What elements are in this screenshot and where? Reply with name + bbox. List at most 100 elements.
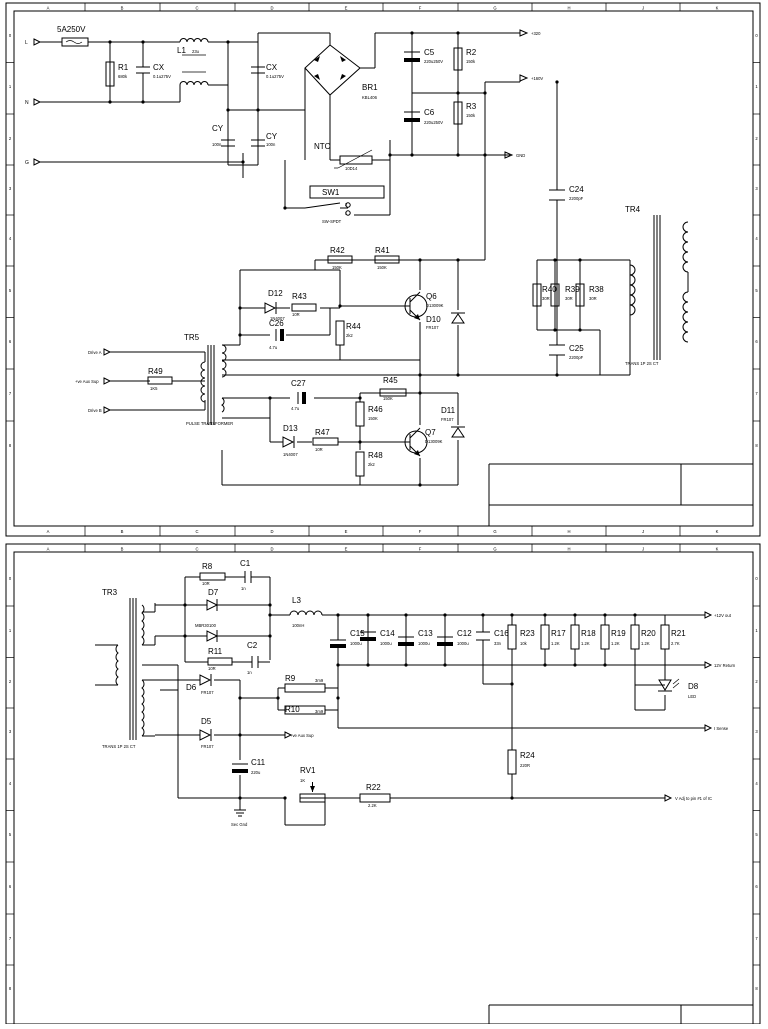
grid-row-label: 5 xyxy=(755,832,758,837)
svg-text:CY: CY xyxy=(212,124,224,133)
svg-text:PULSE TRANSFORMER: PULSE TRANSFORMER xyxy=(186,421,233,426)
grid-col-label: B xyxy=(121,529,124,534)
svg-text:1N4007: 1N4007 xyxy=(283,452,298,457)
svg-text:I Sense: I Sense xyxy=(714,726,729,731)
svg-text:100n: 100n xyxy=(266,142,276,147)
capacitor-cx2: CX 0.1u275V xyxy=(251,63,284,79)
svg-text:C24: C24 xyxy=(569,185,584,194)
svg-text:150k: 150k xyxy=(466,113,476,118)
bridge-rectifier-br1: BR1 KBL406 xyxy=(304,44,378,110)
svg-text:L3: L3 xyxy=(292,596,301,605)
svg-text:R20: R20 xyxy=(641,629,656,638)
svg-text:100nH: 100nH xyxy=(292,623,304,628)
svg-text:220u: 220u xyxy=(251,770,261,775)
svg-text:5A250V: 5A250V xyxy=(57,25,86,34)
svg-text:R17: R17 xyxy=(551,629,566,638)
svg-text:220u250V: 220u250V xyxy=(424,59,443,64)
svg-text:L: L xyxy=(25,40,28,46)
resistor-r21: R21 2.7K xyxy=(660,624,686,650)
svg-text:10k: 10k xyxy=(520,641,528,646)
inductor-l3: L3 100nH xyxy=(289,596,323,628)
svg-text:150K: 150K xyxy=(332,265,342,270)
fuse: 5A250V xyxy=(57,25,89,47)
output-v-adjust: V Adj to pin #1 of IC xyxy=(664,794,712,802)
svg-text:+160V: +160V xyxy=(531,76,543,81)
resistor-r49: R49 1K5 xyxy=(147,367,173,391)
svg-text:R41: R41 xyxy=(375,246,390,255)
svg-text:TR4: TR4 xyxy=(625,205,641,214)
grid-col-label: D xyxy=(270,529,273,534)
rail-label-160: +160V xyxy=(519,74,543,82)
svg-text:R11: R11 xyxy=(208,647,223,656)
grid-row-label: 4 xyxy=(9,781,12,786)
svg-text:30R: 30R xyxy=(589,296,597,301)
svg-text:30R: 30R xyxy=(542,296,550,301)
capacitor-cy1: CY 100n xyxy=(212,124,235,147)
svg-text:C6: C6 xyxy=(424,108,435,117)
svg-text:10R: 10R xyxy=(208,666,216,671)
grid-col-label: F xyxy=(419,529,422,534)
svg-text:1n: 1n xyxy=(247,670,252,675)
svg-text:R3: R3 xyxy=(466,102,477,111)
grid-col-label: E xyxy=(345,547,348,552)
grid-row-label: 0 xyxy=(755,33,758,38)
svg-text:BR1: BR1 xyxy=(362,83,378,92)
svg-text:D7: D7 xyxy=(208,588,219,597)
svg-text:D12: D12 xyxy=(268,289,283,298)
resistor-r46: R46 150K xyxy=(355,401,383,427)
svg-text:LED: LED xyxy=(688,694,696,699)
svg-text:12V Return: 12V Return xyxy=(714,663,736,668)
svg-text:R19: R19 xyxy=(611,629,626,638)
svg-text:FR107: FR107 xyxy=(441,417,454,422)
svg-text:G: G xyxy=(25,160,29,166)
svg-text:D11: D11 xyxy=(441,406,456,415)
svg-text:1K5: 1K5 xyxy=(150,386,158,391)
svg-text:R1: R1 xyxy=(118,63,129,72)
svg-text:4.7u: 4.7u xyxy=(291,406,300,411)
svg-text:MBR30100: MBR30100 xyxy=(195,623,217,628)
output-12v: +12V out xyxy=(704,611,732,619)
svg-text:R46: R46 xyxy=(368,405,383,414)
grid-row-label: 3 xyxy=(9,729,12,734)
capacitor-c1: C1 1n xyxy=(240,559,252,591)
transistor-q7: Q7 D13009K xyxy=(404,427,443,457)
top-wiring xyxy=(40,32,631,486)
svg-text:30R: 30R xyxy=(565,296,573,301)
signal-drive-a: Drive A xyxy=(88,348,112,356)
svg-text:SW-SPDT: SW-SPDT xyxy=(322,219,342,224)
resistor-r11: R11 10R xyxy=(207,647,233,671)
resistor-r20: R20 1.2K xyxy=(630,624,656,650)
ground-symbol-sec: Sec Gnd xyxy=(231,798,248,827)
grid-col-label: A xyxy=(47,547,50,552)
svg-text:R42: R42 xyxy=(330,246,345,255)
input-terminal-ground: G xyxy=(25,158,42,166)
svg-text:TRANS 1P 2S CT: TRANS 1P 2S CT xyxy=(625,361,659,366)
grid-row-label: 0 xyxy=(9,33,12,38)
svg-text:R48: R48 xyxy=(368,451,383,460)
resistor-r38: R38 30R xyxy=(575,283,604,307)
svg-text:R23: R23 xyxy=(520,629,535,638)
svg-text:1.2K: 1.2K xyxy=(581,641,590,646)
svg-text:150K: 150K xyxy=(383,396,393,401)
rail-label-320: +320 xyxy=(519,29,541,37)
grid-col-label: F xyxy=(419,547,422,552)
svg-text:10R: 10R xyxy=(292,312,300,317)
svg-text:Drive A: Drive A xyxy=(88,350,102,355)
capacitor-c11: C11 220u xyxy=(232,758,266,775)
output-i-sense: I Sense xyxy=(704,724,729,732)
svg-text:NTC: NTC xyxy=(314,142,331,151)
svg-text:C12: C12 xyxy=(457,629,472,638)
capacitor-c16: C16 33n xyxy=(476,629,509,646)
svg-text:R24: R24 xyxy=(520,751,535,760)
svg-text:R18: R18 xyxy=(581,629,596,638)
svg-text:C2: C2 xyxy=(247,641,258,650)
junction-dots-bottom xyxy=(183,603,637,800)
grid-col-label: C xyxy=(195,547,198,552)
svg-text:1K: 1K xyxy=(300,778,305,783)
svg-text:R10: R10 xyxy=(285,705,300,714)
grid-row-label: 1 xyxy=(9,628,12,633)
svg-text:1.2K: 1.2K xyxy=(611,641,620,646)
capacitor-c15: C15 1000u xyxy=(330,629,365,648)
